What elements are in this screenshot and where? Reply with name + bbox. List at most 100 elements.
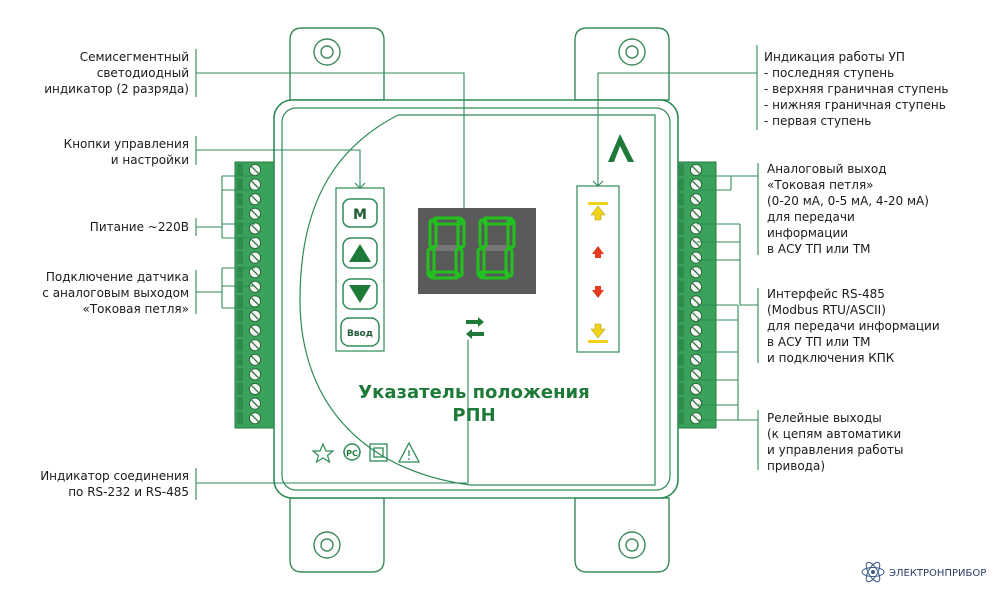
terminal-slot bbox=[237, 310, 243, 322]
terminal-slot bbox=[237, 295, 243, 308]
terminal-screw-slot bbox=[692, 385, 700, 393]
terminal-screw-slot bbox=[251, 209, 259, 218]
panel-decor-curve bbox=[299, 114, 656, 486]
mode-button[interactable]: М bbox=[342, 198, 378, 228]
label-power: Питание ~220В bbox=[89, 220, 189, 234]
seven-segment-display bbox=[418, 208, 536, 294]
terminal-screw-slot bbox=[251, 312, 259, 320]
terminal-screw-slot bbox=[692, 297, 700, 306]
label-connection-indicator: Индикатор соединения по RS-232 и RS-485 bbox=[40, 469, 189, 499]
display-segment bbox=[476, 247, 486, 278]
label-rs485: Интерфейс RS-485 (Modbus RTU/ASCII) для … bbox=[767, 287, 940, 365]
terminal-screw-slot bbox=[692, 209, 700, 218]
double-insulation-icon bbox=[369, 443, 388, 462]
terminal-screw-slot bbox=[692, 399, 700, 408]
terminal-slot bbox=[678, 353, 684, 366]
terminal-screw-slot bbox=[692, 180, 700, 189]
terminal-slot bbox=[237, 164, 243, 176]
terminal-slot bbox=[678, 164, 684, 176]
terminal-screw-slot bbox=[251, 385, 259, 393]
display-segment bbox=[432, 245, 460, 251]
terminal-slot bbox=[237, 280, 243, 293]
mounting-ear-top-left bbox=[289, 27, 385, 101]
terminal-block-right bbox=[675, 161, 717, 429]
terminal-slot bbox=[237, 339, 243, 352]
label-relay: Релейные выходы (к цепям автоматики и уп… bbox=[767, 411, 904, 473]
display-segment bbox=[454, 247, 464, 278]
terminal-screw-slot bbox=[692, 268, 700, 277]
terminal-screw-slot bbox=[251, 195, 259, 204]
terminal-screw-slot bbox=[692, 166, 700, 174]
certification-mark-icon: РС bbox=[343, 443, 361, 461]
terminal-slot bbox=[237, 193, 243, 206]
terminal-slot bbox=[237, 178, 243, 191]
upper-boundary-led-icon bbox=[592, 246, 604, 258]
lower-boundary-led-icon bbox=[592, 286, 604, 298]
terminal-slot bbox=[237, 397, 243, 410]
terminal-screw-slot bbox=[251, 253, 259, 262]
terminal-screw-slot bbox=[251, 326, 259, 335]
label-sensor: Подключение датчика с аналоговым выходом… bbox=[42, 270, 189, 316]
label-seven-segment: Семисегментный светодиодный индикатор (2… bbox=[44, 50, 189, 96]
terminal-slot bbox=[678, 339, 684, 352]
terminal-screw-slot bbox=[251, 341, 259, 350]
first-step-led-icon bbox=[588, 323, 608, 343]
terminal-screw-slot bbox=[251, 239, 259, 247]
warning-icon bbox=[397, 441, 421, 463]
terminal-screw-slot bbox=[251, 399, 259, 408]
terminal-screw-slot bbox=[692, 355, 700, 364]
enter-button[interactable]: Ввод bbox=[340, 317, 380, 347]
terminal-slot bbox=[678, 237, 684, 249]
label-analog-output: Аналоговый выход «Токовая петля» (0-20 м… bbox=[767, 162, 929, 256]
terminal-screw-slot bbox=[251, 166, 259, 174]
display-segment bbox=[482, 245, 510, 251]
display-segment bbox=[478, 218, 488, 249]
terminal-slot bbox=[237, 251, 243, 264]
terminal-block-left bbox=[234, 161, 276, 429]
terminal-screw-slot bbox=[251, 297, 259, 306]
up-button[interactable] bbox=[342, 237, 378, 269]
device-title-line1: Указатель положения bbox=[358, 382, 589, 403]
terminal-screw-slot bbox=[692, 224, 700, 233]
terminal-screw-slot bbox=[692, 282, 700, 291]
down-button[interactable] bbox=[342, 278, 378, 310]
display-segment bbox=[428, 218, 438, 249]
terminal-screw-slot bbox=[692, 312, 700, 320]
svg-text:М: М bbox=[353, 207, 367, 223]
display-segment bbox=[504, 247, 514, 278]
display-segment bbox=[506, 218, 516, 249]
terminal-slot bbox=[678, 193, 684, 206]
terminal-screw-slot bbox=[251, 268, 259, 277]
terminal-slot bbox=[237, 207, 243, 220]
terminal-screw-slot bbox=[251, 282, 259, 291]
terminal-slot bbox=[678, 207, 684, 220]
company-name: ЭЛЕКТРОНПРИБОР bbox=[889, 568, 986, 579]
terminal-slot bbox=[678, 412, 684, 425]
last-step-led-icon bbox=[588, 202, 608, 221]
terminal-screw-slot bbox=[692, 195, 700, 204]
company-logo-icon bbox=[861, 561, 885, 583]
terminal-slot bbox=[237, 237, 243, 249]
display-segment bbox=[456, 218, 466, 249]
terminal-screw-slot bbox=[251, 224, 259, 233]
terminal-slot bbox=[678, 266, 684, 279]
terminal-screw-slot bbox=[251, 180, 259, 189]
terminal-slot bbox=[237, 368, 243, 381]
mounting-ear-bottom-right bbox=[574, 497, 670, 573]
terminal-slot bbox=[678, 280, 684, 293]
mounting-ear-bottom-left bbox=[289, 497, 385, 573]
terminal-slot bbox=[237, 383, 243, 395]
terminal-slot bbox=[237, 324, 243, 337]
terminal-slot bbox=[678, 397, 684, 410]
label-buttons: Кнопки управления и настройки bbox=[63, 137, 189, 167]
callout-lines bbox=[195, 45, 759, 500]
terminal-slot bbox=[678, 251, 684, 264]
terminal-slot bbox=[678, 295, 684, 308]
connection-indicator-icon bbox=[466, 317, 484, 339]
display-segment bbox=[426, 247, 436, 278]
brand-logo-icon bbox=[608, 134, 634, 162]
terminal-screw-slot bbox=[692, 326, 700, 335]
terminal-screw-slot bbox=[251, 414, 259, 423]
terminal-screw-slot bbox=[251, 370, 259, 379]
